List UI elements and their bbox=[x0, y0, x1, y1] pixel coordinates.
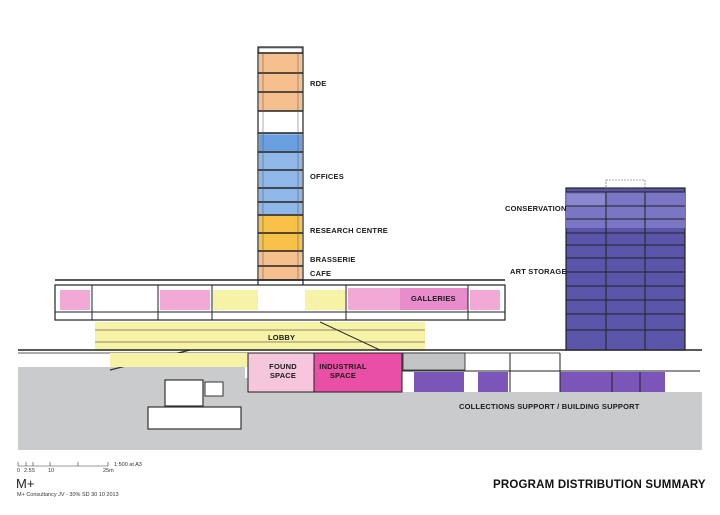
label-conservation: CONSERVATION bbox=[505, 204, 567, 213]
collections-band bbox=[414, 372, 464, 392]
scale-bar bbox=[17, 462, 109, 467]
label-collections-support: COLLECTIONS SUPPORT / BUILDING SUPPORT bbox=[459, 402, 640, 411]
gallery-zone bbox=[400, 288, 468, 310]
basement-void bbox=[147, 406, 242, 430]
label-industrial-space: INDUSTRIAL SPACE bbox=[319, 362, 367, 380]
gallery-zone bbox=[305, 290, 345, 310]
label-galleries: GALLERIES bbox=[411, 294, 456, 303]
basement-void bbox=[204, 381, 224, 397]
label-found-space: FOUND SPACE bbox=[269, 362, 297, 380]
page-title: PROGRAM DISTRIBUTION SUMMARY bbox=[493, 479, 706, 491]
support-block bbox=[402, 352, 466, 371]
found-space-block bbox=[247, 352, 315, 393]
gallery-zone bbox=[160, 290, 210, 310]
basement-void bbox=[164, 379, 204, 407]
scale-tick-label: 2.5 bbox=[24, 468, 32, 474]
scale-tick-label: 10 bbox=[48, 468, 55, 474]
credit-text: M+ Consultancy JV - 30% SD 30 10 2013 bbox=[17, 492, 119, 498]
scale-tick-label: 5 bbox=[32, 468, 36, 474]
label-lobby: LOBBY bbox=[268, 333, 296, 342]
podium bbox=[54, 279, 506, 321]
gallery-zone bbox=[213, 290, 258, 310]
industrial-space-block bbox=[313, 352, 403, 393]
scale-text: 1:500 at A3 bbox=[114, 462, 142, 468]
storage-building bbox=[565, 179, 686, 351]
scale-tick-label: 25m bbox=[103, 468, 114, 474]
label-brasserie: BRASSERIE bbox=[310, 255, 356, 264]
gallery-zone bbox=[60, 290, 90, 310]
label-offices: OFFICES bbox=[310, 172, 344, 181]
label-research-centre: RESEARCH CENTRE bbox=[310, 226, 389, 235]
label-cafe: CAFE bbox=[310, 269, 332, 278]
label-rde: RDE bbox=[310, 79, 327, 88]
label-art-storage: ART STORAGE bbox=[510, 267, 567, 276]
tower bbox=[257, 46, 304, 293]
collections-band bbox=[478, 372, 508, 392]
gallery-zone bbox=[348, 288, 400, 310]
tower-rde-zone bbox=[259, 53, 302, 111]
logo: M+ bbox=[16, 476, 35, 491]
tower-brasserie-zone bbox=[259, 251, 302, 266]
scale-tick-label: 0 bbox=[17, 468, 21, 474]
tower-cafe-zone bbox=[259, 266, 302, 280]
gallery-zone bbox=[470, 290, 500, 310]
